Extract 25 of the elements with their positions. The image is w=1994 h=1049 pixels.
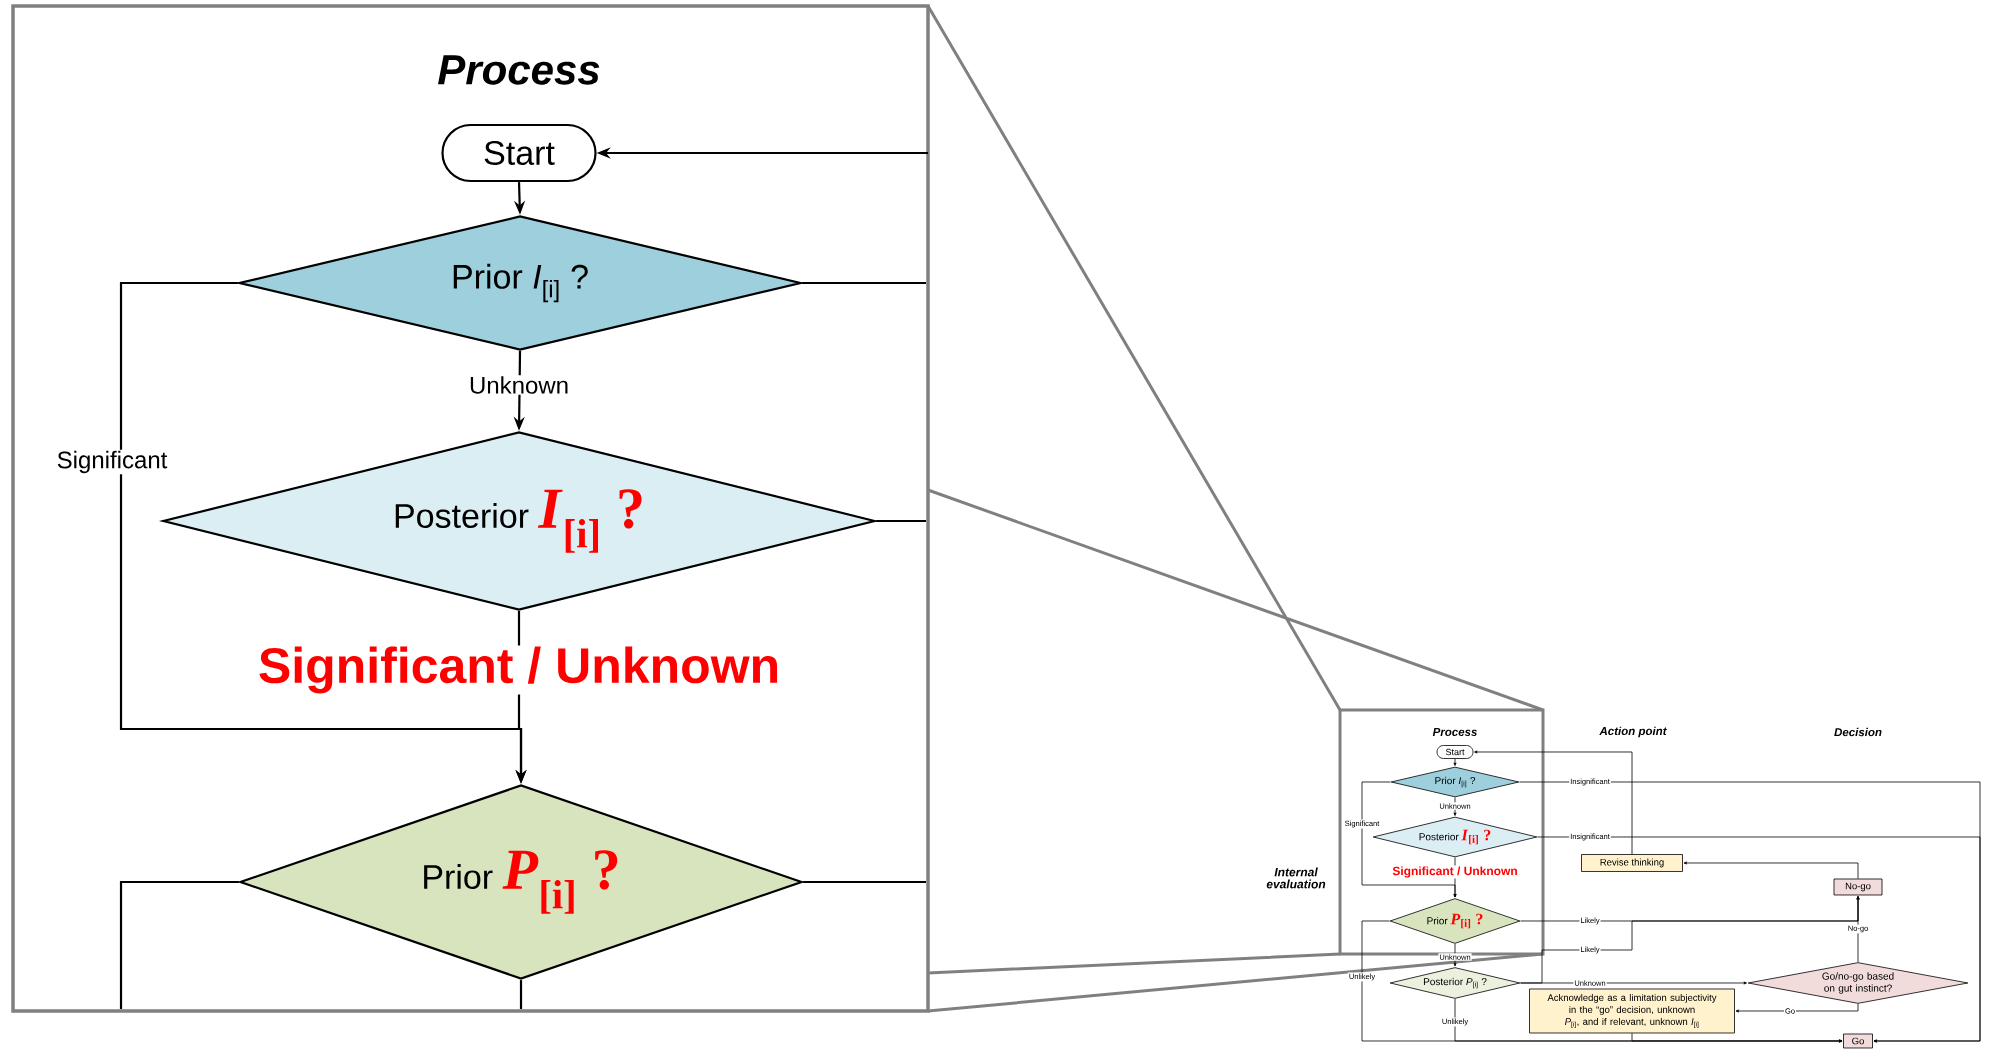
section-title: Process (438, 55, 600, 85)
process-box: Go (1843, 1033, 1873, 1049)
edge-label: Significant (55, 449, 169, 475)
edge-label: Significant / Unknown (256, 645, 782, 695)
process-box: No-go (1833, 878, 1883, 896)
section-title: Decision (1834, 727, 1882, 737)
section-title: Process (1432, 728, 1477, 736)
section-title: Internal evaluation (1266, 867, 1326, 889)
arrow (1631, 1033, 1843, 1043)
start-terminal: Start (441, 123, 597, 183)
edge-label: Unknown (468, 375, 571, 395)
arrow (1453, 797, 1457, 816)
arrow (1474, 750, 1633, 855)
arrow (1856, 896, 1860, 963)
section-title: Action point (1599, 726, 1667, 738)
arrow (1683, 861, 1859, 879)
process-box: Revise thinking (1581, 854, 1683, 872)
edge-label: Significant / Unknown (1391, 865, 1519, 879)
arrow (1453, 857, 1457, 898)
arrow (1453, 943, 1457, 967)
arrow (1537, 836, 1981, 1043)
start-terminal: Start (1436, 745, 1474, 759)
arrow (1735, 1003, 1859, 1013)
process-box: Acknowledge as a limitation subjectivity in the “go” decision, unknown P$_{[i]}$, and if relevant, unknown I$_{[i]}$ (1529, 988, 1735, 1034)
arrow (1453, 758, 1457, 766)
